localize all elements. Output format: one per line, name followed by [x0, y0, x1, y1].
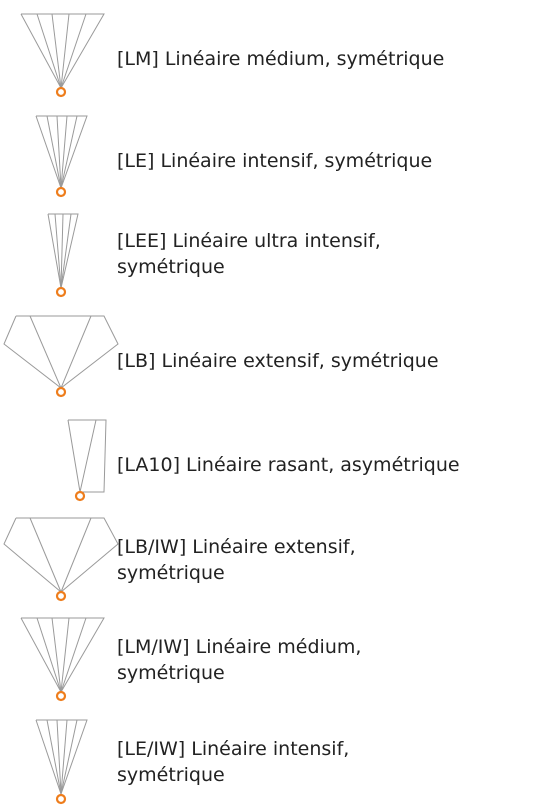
grazing-asymmetric-beam-icon [67, 419, 107, 502]
ultra-intensive-symmetric-beam-icon [47, 213, 79, 298]
list-item-label: [LM] Linéaire médium, symétrique [117, 48, 445, 70]
list-item-label: [LB] Linéaire extensif, symétrique [117, 350, 439, 372]
extensive-symmetric-beam-icon [3, 517, 119, 602]
list-item-label: [LEE] Linéaire ultra intensif, symétriqu… [117, 230, 381, 278]
intensive-symmetric-beam-icon [35, 719, 88, 805]
list-item-label: [LB/IW] Linéaire extensif, symétrique [117, 536, 356, 584]
list-item-label: [LE] Linéaire intensif, symétrique [117, 150, 433, 172]
list-item-label: [LM/IW] Linéaire médium, symétrique [117, 636, 362, 684]
list-item-label: [LA10] Linéaire rasant, asymétrique [117, 454, 460, 476]
intensive-symmetric-beam-icon [35, 115, 88, 198]
list-item-label: [LE/IW] Linéaire intensif, symétrique [117, 738, 350, 786]
extensive-symmetric-beam-icon [3, 315, 119, 398]
medium-symmetric-beam-icon [20, 13, 105, 98]
medium-symmetric-beam-icon [20, 617, 105, 702]
